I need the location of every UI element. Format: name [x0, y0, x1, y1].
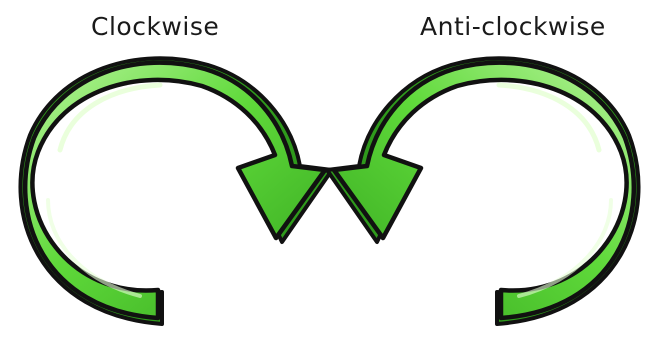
clockwise-arrow-icon	[20, 58, 332, 324]
anticlockwise-arrow-icon	[327, 58, 639, 324]
